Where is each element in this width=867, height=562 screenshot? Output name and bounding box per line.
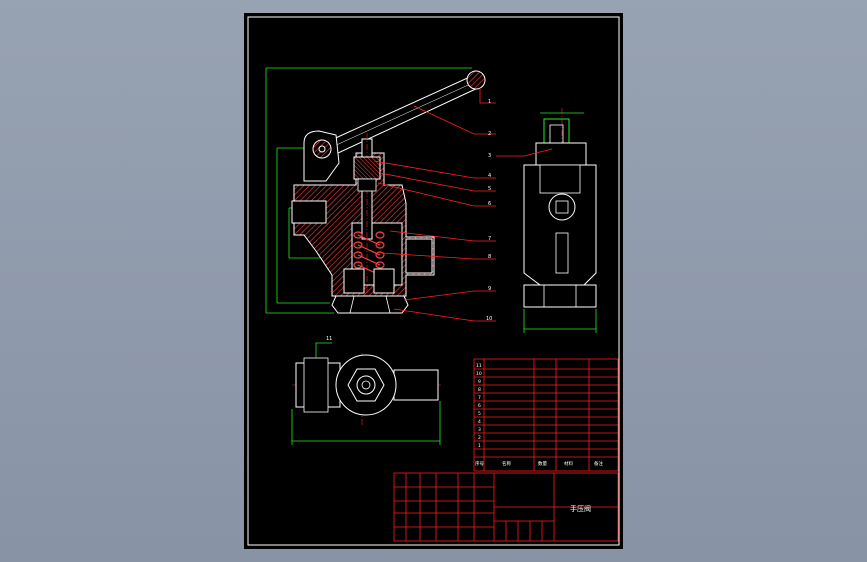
parts-table-row-numbers: 11 10 9 8 7 6 5 4 3 2 1 <box>476 363 482 449</box>
main-dimensions <box>265 67 472 314</box>
table-row-number: 4 <box>478 419 481 425</box>
balloon-9: 9 <box>488 286 491 292</box>
balloon-8: 8 <box>488 254 491 260</box>
valve-body <box>291 133 435 314</box>
balloon-1: 1 <box>488 99 491 105</box>
balloon-4: 4 <box>488 173 491 179</box>
balloon-10: 10 <box>486 316 492 322</box>
header-remark: 备注 <box>594 460 603 467</box>
header-qty: 数量 <box>538 460 547 467</box>
title-block <box>393 472 619 542</box>
header-index: 序号 <box>475 460 484 467</box>
balloon-2: 2 <box>488 131 491 137</box>
parts-table <box>473 358 619 472</box>
table-row-number: 7 <box>478 395 481 401</box>
table-row-number: 3 <box>478 427 481 433</box>
table-row-number: 8 <box>478 387 481 393</box>
parts-table-header: 序号 名称 数量 材料 备注 <box>475 460 603 467</box>
side-view: 3 <box>488 108 597 333</box>
balloon-7: 7 <box>488 236 491 242</box>
table-row-number: 6 <box>478 403 481 409</box>
main-section-view: 1 2 4 5 6 7 8 9 10 <box>265 67 496 322</box>
table-row-number: 9 <box>478 379 481 385</box>
main-leaders <box>373 87 496 322</box>
drawing-title: 手压阀 <box>570 504 591 513</box>
table-row-number: 10 <box>476 371 482 377</box>
spring <box>353 231 385 279</box>
sheet-border <box>247 16 620 546</box>
header-name: 名称 <box>502 460 511 467</box>
balloon-6: 6 <box>488 201 491 207</box>
drawing-sheet: 1 2 4 5 6 7 8 9 10 <box>244 13 623 549</box>
table-row-number: 2 <box>478 435 481 441</box>
plan-view: 11 <box>291 336 442 445</box>
table-row-number: 11 <box>476 363 482 369</box>
balloon-5: 5 <box>488 186 491 192</box>
main-balloon-labels: 1 2 4 5 6 7 8 9 10 <box>486 99 492 322</box>
side-balloon-3: 3 <box>488 153 491 159</box>
plan-balloon-11: 11 <box>326 336 332 342</box>
table-row-number: 5 <box>478 411 481 417</box>
table-row-number: 1 <box>478 443 481 449</box>
header-material: 材料 <box>564 460 573 467</box>
